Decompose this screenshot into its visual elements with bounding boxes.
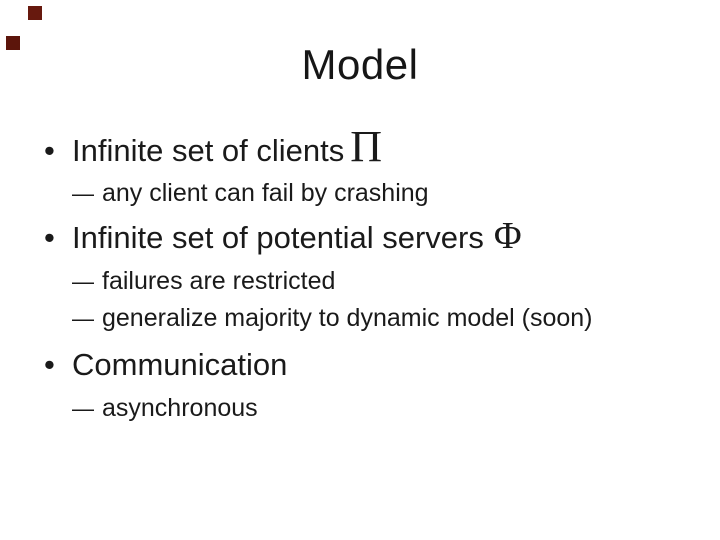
sub-bullet-text: failures are restricted	[102, 267, 336, 295]
pi-symbol: Π	[350, 122, 383, 171]
bullet-item-servers: • Infinite set of potential servers Φ	[0, 217, 720, 255]
dash-icon: —	[72, 306, 94, 331]
sub-bullet-text: any client can fail by crashing	[102, 179, 429, 207]
bullet-icon: •	[44, 133, 55, 168]
slide-title: Model	[301, 41, 419, 88]
sub-bullet-failures: — failures are restricted	[0, 267, 720, 295]
sub-bullet-text: generalize majority to dynamic model (so…	[102, 304, 593, 332]
bullet-icon: •	[44, 220, 55, 255]
sub-bullet-asynchronous: — asynchronous	[0, 394, 720, 422]
bullet-icon: •	[44, 347, 55, 382]
dash-icon: —	[72, 269, 94, 294]
bullet-text: Communication	[72, 347, 288, 382]
sub-bullet-crashing: — any client can fail by crashing	[0, 179, 720, 207]
corner-decoration-square-bottom	[6, 36, 20, 50]
bullet-text: Infinite set of potential servers	[72, 220, 484, 255]
corner-decoration-square-top	[28, 6, 42, 20]
sub-bullet-generalize: — generalize majority to dynamic model (s…	[0, 304, 720, 332]
sub-bullet-text: asynchronous	[102, 394, 258, 422]
bullet-text: Infinite set of clients	[72, 133, 345, 168]
bullet-item-communication: • Communication	[0, 349, 720, 380]
dash-icon: —	[72, 396, 94, 421]
phi-symbol: Φ	[493, 215, 522, 257]
dash-icon: —	[72, 181, 94, 206]
